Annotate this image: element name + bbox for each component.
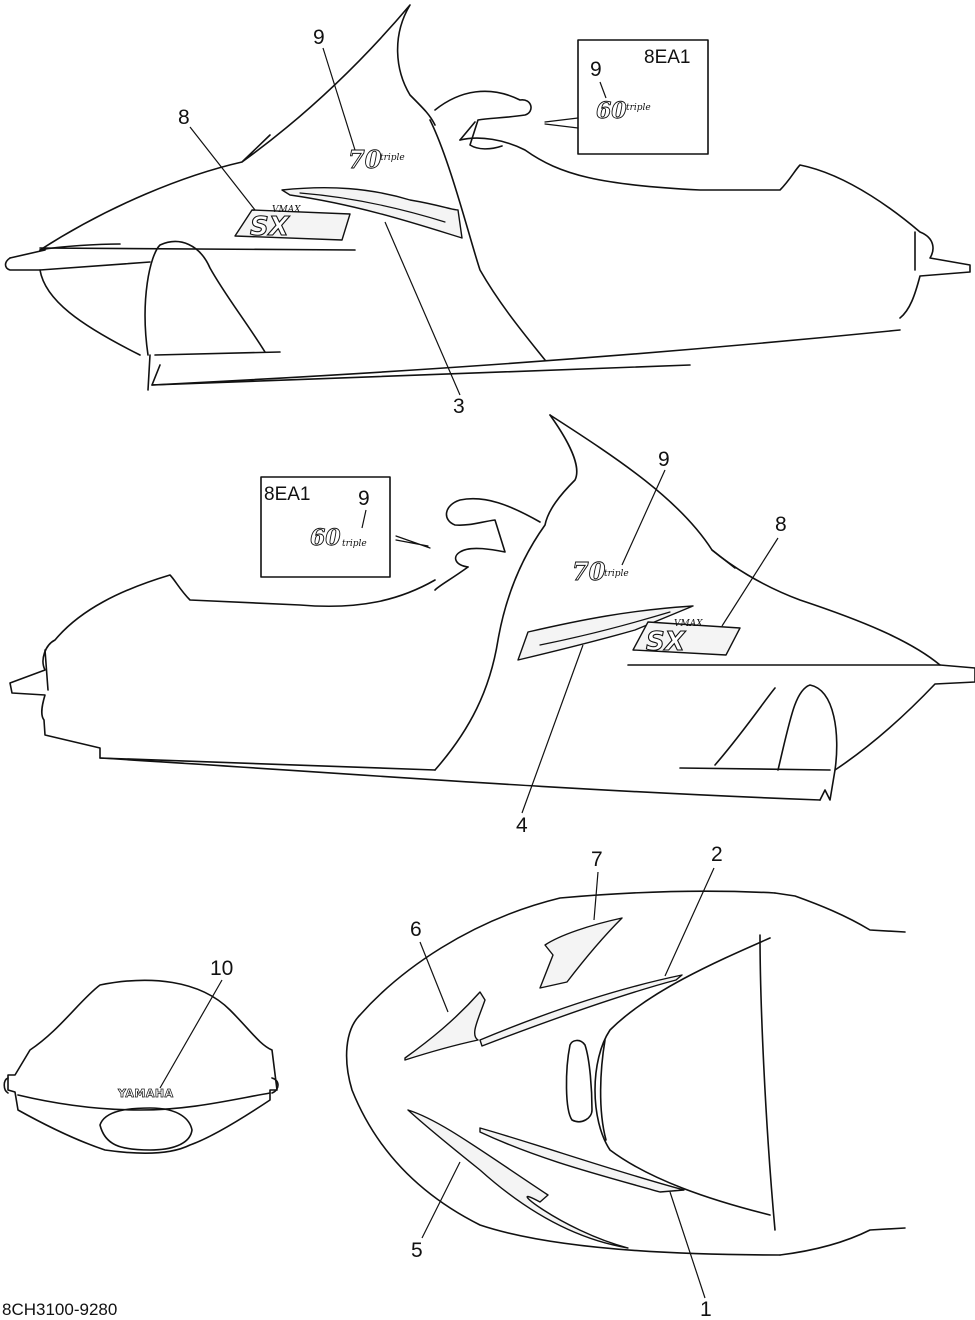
model-600-text-left: 60 — [310, 525, 341, 551]
part-number: 8CH3100-9280 — [2, 1300, 117, 1319]
variant-inset-left: 8EA1 9 60 triple — [260, 476, 391, 578]
triple-text-inset-left: triple — [342, 539, 367, 549]
windshield-view: YAMAHA 10 — [3, 957, 279, 1155]
right-side-view: SX VMAX 70 triple 8EA1 9 60 triple 9 8 3 — [4, 4, 971, 418]
vmax-text-right: VMAX — [272, 205, 301, 215]
callout-2: 2 — [711, 843, 723, 866]
model-700-text-right: 70 — [348, 145, 382, 174]
sx-decal-left: SX VMAX — [632, 619, 741, 658]
triple-700-decal-right: 70 triple — [348, 145, 405, 175]
sx-text-left: SX — [646, 627, 687, 657]
callout-9-left: 9 — [658, 448, 670, 471]
model-600-text-right: 60 — [596, 98, 627, 124]
sx-text-right: SX — [250, 212, 291, 242]
callout-1: 1 — [700, 1298, 712, 1320]
left-side-view: SX VMAX 70 triple 8EA1 9 60 triple 9 8 4 — [9, 414, 975, 837]
model-700-text-left: 70 — [572, 557, 606, 586]
callout-9-right: 9 — [313, 26, 325, 49]
callout-3: 3 — [453, 395, 465, 418]
hood-top-view: 7 2 6 5 1 — [345, 843, 906, 1320]
callout-5: 5 — [411, 1239, 423, 1262]
yamaha-brand-text: YAMAHA — [117, 1087, 174, 1100]
callout-9-inset-right: 9 — [590, 58, 602, 81]
variant-code-right: 8EA1 — [644, 47, 690, 68]
triple-text-inset-right: triple — [626, 103, 651, 113]
callout-4: 4 — [516, 814, 528, 837]
callout-9-inset-left: 9 — [358, 487, 370, 510]
callout-7: 7 — [591, 848, 603, 871]
sx-decal-right: SX VMAX — [234, 205, 351, 243]
callout-8-left: 8 — [775, 513, 787, 536]
callout-8-right: 8 — [178, 106, 190, 129]
variant-inset-right: 8EA1 9 60 triple — [577, 39, 709, 155]
triple-700-decal-left: 70 triple — [572, 557, 629, 587]
triple-text-right: triple — [380, 153, 405, 163]
callout-6: 6 — [410, 918, 422, 941]
variant-code-left: 8EA1 — [264, 484, 310, 505]
vmax-text-left: VMAX — [674, 619, 703, 629]
callout-10: 10 — [210, 957, 233, 980]
triple-text-left: triple — [604, 569, 629, 579]
